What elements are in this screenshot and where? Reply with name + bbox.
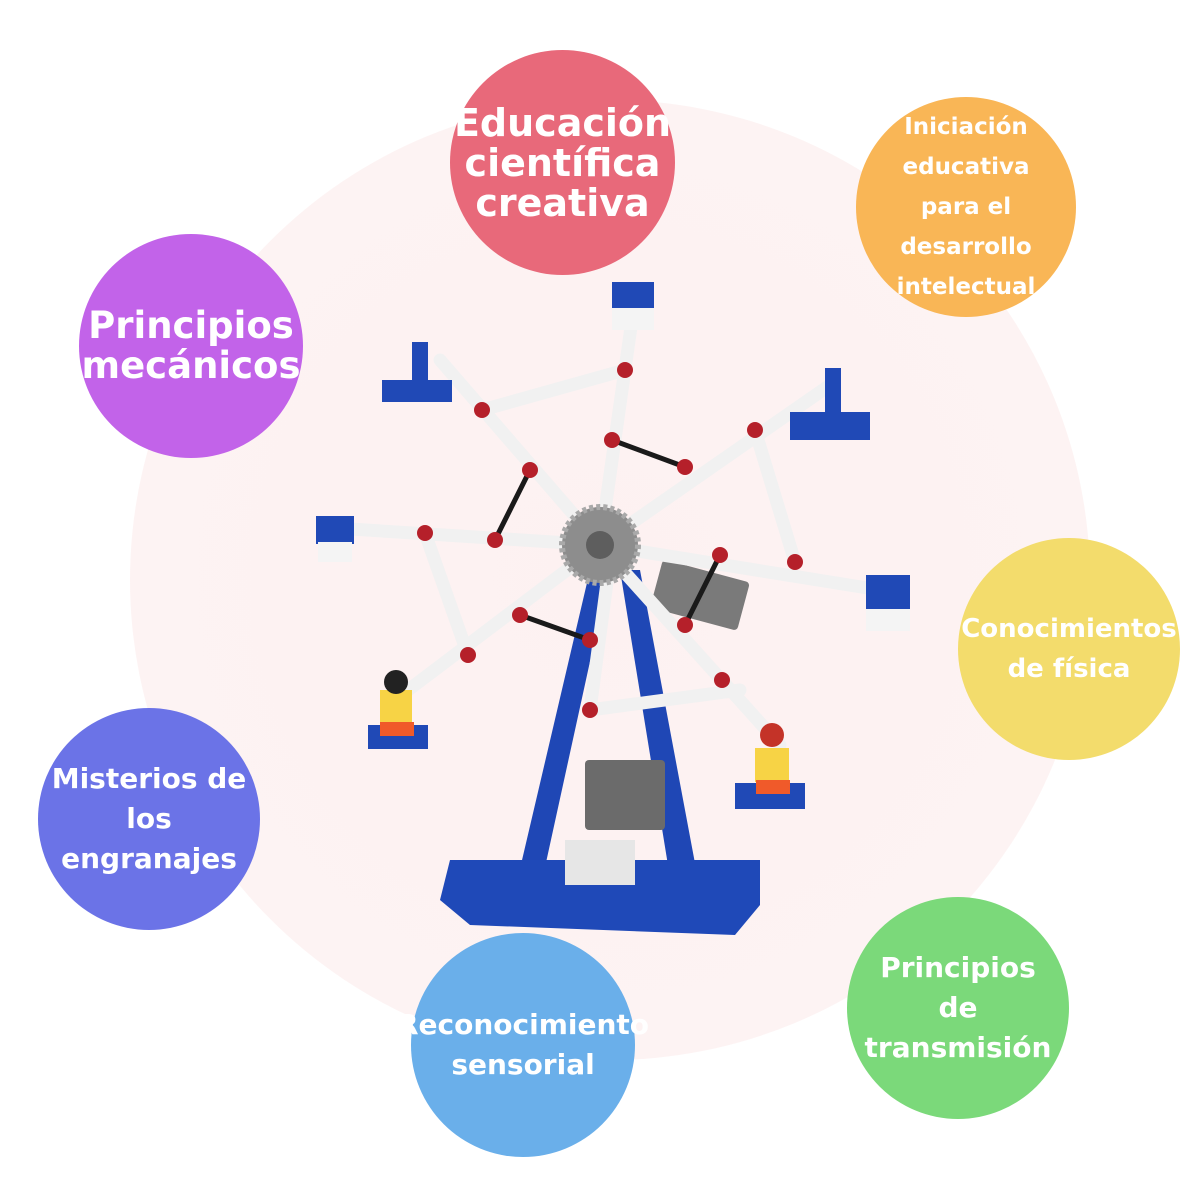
connector-rods [492,437,723,643]
feature-label: Principios de transmisión [864,951,1052,1064]
tower [440,560,760,935]
spokes [328,313,887,752]
gear-icon [559,504,641,586]
feature-label: Iniciación educativa para el desarrollo … [896,114,1036,300]
feature-label: Misterios de los engranajes [51,762,247,875]
feature-bubble-iniciacion-educativa: Iniciación educativa para el desarrollo … [856,97,1076,317]
gondolas [316,282,910,809]
feature-label: Educación científica creativa [453,100,672,225]
feature-label: Reconocimiento sensorial [396,1008,650,1081]
feature-label: Principios mecánicos [81,304,301,387]
feature-label: Conocimientos de física [961,614,1177,684]
feature-bubble-principios-transmision: Principios de transmisión [847,897,1069,1119]
feature-bubble-conocimientos-fisica: Conocimientos de física [958,538,1180,760]
red-pins [417,362,803,718]
feature-bubble-educacion-cientifica: Educación científica creativa [450,50,675,275]
feature-bubble-reconocimiento-sensorial: Reconocimiento sensorial [397,933,649,1157]
feature-bubble-misterios-engranajes: Misterios de los engranajes [38,708,260,930]
feature-bubble-principios-mecanicos: Principios mecánicos [79,234,303,458]
